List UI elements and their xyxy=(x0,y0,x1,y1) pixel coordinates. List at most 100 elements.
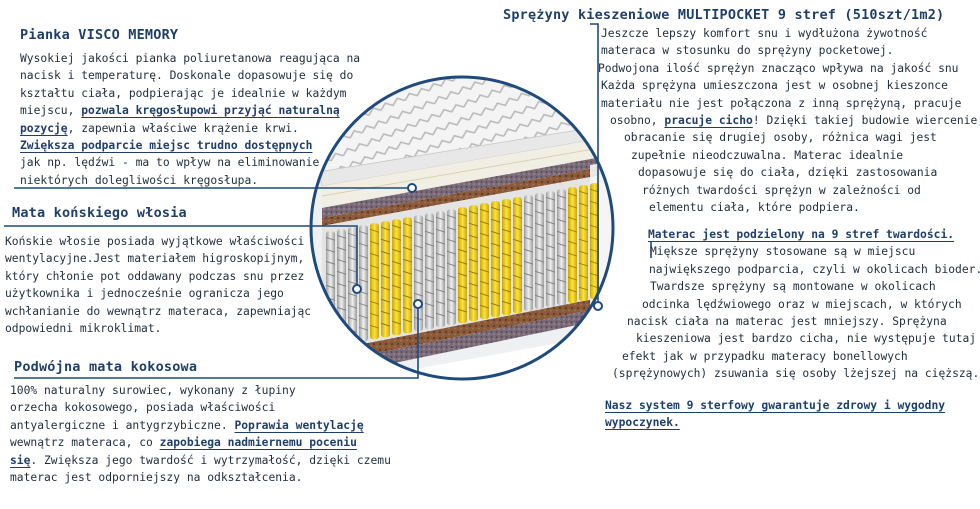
spring-coil xyxy=(501,204,512,209)
spring-coil xyxy=(578,250,589,255)
visco-line-4a: miejscu, xyxy=(20,104,82,118)
spring-coil xyxy=(534,210,545,215)
spring-coil xyxy=(479,292,490,297)
spring-coil xyxy=(567,252,578,257)
spring-coil xyxy=(369,288,380,293)
spring-coil xyxy=(424,242,435,247)
spring-coil xyxy=(358,326,369,331)
spring-coil xyxy=(534,270,545,275)
spring-coil xyxy=(369,228,380,233)
spring-coil xyxy=(457,224,468,229)
coconut-line-4a: wewnątrz materaca, co xyxy=(10,436,160,450)
horsehair-line-6: odpowiedni mikroklimat. xyxy=(5,322,162,336)
spring-coil xyxy=(380,298,391,303)
spring-gray xyxy=(524,195,533,312)
springs-highlight-quiet: pracuje cicho xyxy=(664,114,753,128)
spring-coil xyxy=(358,254,369,259)
spring-coil xyxy=(545,208,556,213)
spring-coil xyxy=(479,280,490,285)
spring-coil xyxy=(413,280,424,285)
spring-coil xyxy=(567,240,578,245)
visco-highlight-position: pozycję xyxy=(20,121,68,135)
spring-coil xyxy=(391,272,402,277)
spring-coil xyxy=(325,260,336,265)
spring-coil xyxy=(347,244,358,249)
springs-line-3: Podwojona ilość sprężyn znacząco wpływa … xyxy=(598,61,959,75)
spring-coil xyxy=(567,276,578,281)
spring-coil xyxy=(391,260,402,265)
spring-coil xyxy=(468,294,479,299)
spring-gray xyxy=(326,231,335,348)
spring-coil xyxy=(545,280,556,285)
spring-coil xyxy=(501,276,512,281)
spring-coil xyxy=(501,228,512,233)
spring-coil xyxy=(545,256,556,261)
spring-coil xyxy=(435,276,446,281)
spring-coil xyxy=(556,206,567,211)
spring-coil xyxy=(479,256,490,261)
visco-line-3: kształtu ciała, podpierając je idealnie … xyxy=(20,86,347,100)
visco-line-1: Wysokiej jakości pianka poliuretanowa re… xyxy=(20,52,361,65)
spring-coil xyxy=(380,286,391,291)
springs-line-11: elementu ciała, które podpiera. xyxy=(649,201,860,215)
spring-coil xyxy=(446,298,457,303)
spring-coil xyxy=(402,246,413,251)
spring-coil xyxy=(490,302,501,307)
spring-coil xyxy=(578,202,589,207)
spring-coil xyxy=(424,314,435,319)
spring-gray xyxy=(557,189,566,306)
coconut-line-5b: . Zwiększa jego twardość i wytrzymałość,… xyxy=(30,453,391,467)
zones-line-4: odcinka lędźwiowego oraz w miejscach, w … xyxy=(642,297,962,311)
spring-coil xyxy=(490,266,501,271)
spring-coil xyxy=(435,288,446,293)
springs-line-8: zupełnie nieodczuwalna. Materac idealnie xyxy=(631,148,904,162)
spring-coil xyxy=(380,274,391,279)
coconut-title: Podwójna mata kokosowa xyxy=(14,359,198,375)
spring-coil xyxy=(435,264,446,269)
spring-coil xyxy=(512,298,523,303)
spring-coil xyxy=(402,258,413,263)
springs-line-7: obracanie się drugiej osoby, różnica wag… xyxy=(624,131,937,145)
spring-coil xyxy=(468,282,479,287)
spring-coil xyxy=(479,268,490,273)
spring-yellow xyxy=(370,223,379,340)
spring-coil xyxy=(457,248,468,253)
springs-line-6c: ! Dzięki takiej budowie wiercenie, xyxy=(752,114,980,128)
spring-coil xyxy=(402,318,413,323)
horsehair-line-1: Końskie włosie posiada wyjątkowe właściw… xyxy=(5,235,305,248)
spring-coil xyxy=(457,272,468,277)
coconut-highlight-sie: się xyxy=(10,453,31,467)
spring-coil xyxy=(336,294,347,299)
springs-line-6a: osobno, xyxy=(610,114,665,128)
horsehair-line-4: użytkownika i jednocześnie ogranicza jeg… xyxy=(5,287,284,301)
spring-coil xyxy=(380,238,391,243)
springs-line-4: Każda sprężyna umieszczona jest w osobne… xyxy=(601,79,948,93)
spring-coil xyxy=(512,226,523,231)
spring-coil xyxy=(523,236,534,241)
spring-coil xyxy=(457,284,468,289)
zones-line-3: Twardsze sprężyny są montowane w okolica… xyxy=(650,280,936,294)
spring-coil xyxy=(468,210,479,215)
spring-coil xyxy=(369,264,380,269)
spring-yellow xyxy=(480,203,489,320)
spring-coil xyxy=(402,294,413,299)
spring-coil xyxy=(402,306,413,311)
spring-coil xyxy=(380,322,391,327)
spring-gray xyxy=(359,225,368,342)
spring-coil xyxy=(479,220,490,225)
spring-yellow xyxy=(469,205,478,322)
visco-title: Pianka VISCO MEMORY xyxy=(20,27,179,43)
spring-coil xyxy=(556,290,567,295)
springs-line-2: materaca w stosunku do sprężyny pocketow… xyxy=(601,44,894,58)
spring-coil xyxy=(545,232,556,237)
spring-coil xyxy=(523,248,534,253)
spring-coil xyxy=(545,268,556,273)
spring-coil xyxy=(369,252,380,257)
footer-line-1: Nasz system 9 sterfowy gwarantuje zdrowy… xyxy=(605,399,946,412)
spring-coil xyxy=(380,310,391,315)
spring-gray xyxy=(546,191,555,308)
spring-coil xyxy=(567,264,578,269)
spring-coil xyxy=(336,246,347,251)
spring-coil xyxy=(336,270,347,275)
spring-coil xyxy=(523,284,534,289)
